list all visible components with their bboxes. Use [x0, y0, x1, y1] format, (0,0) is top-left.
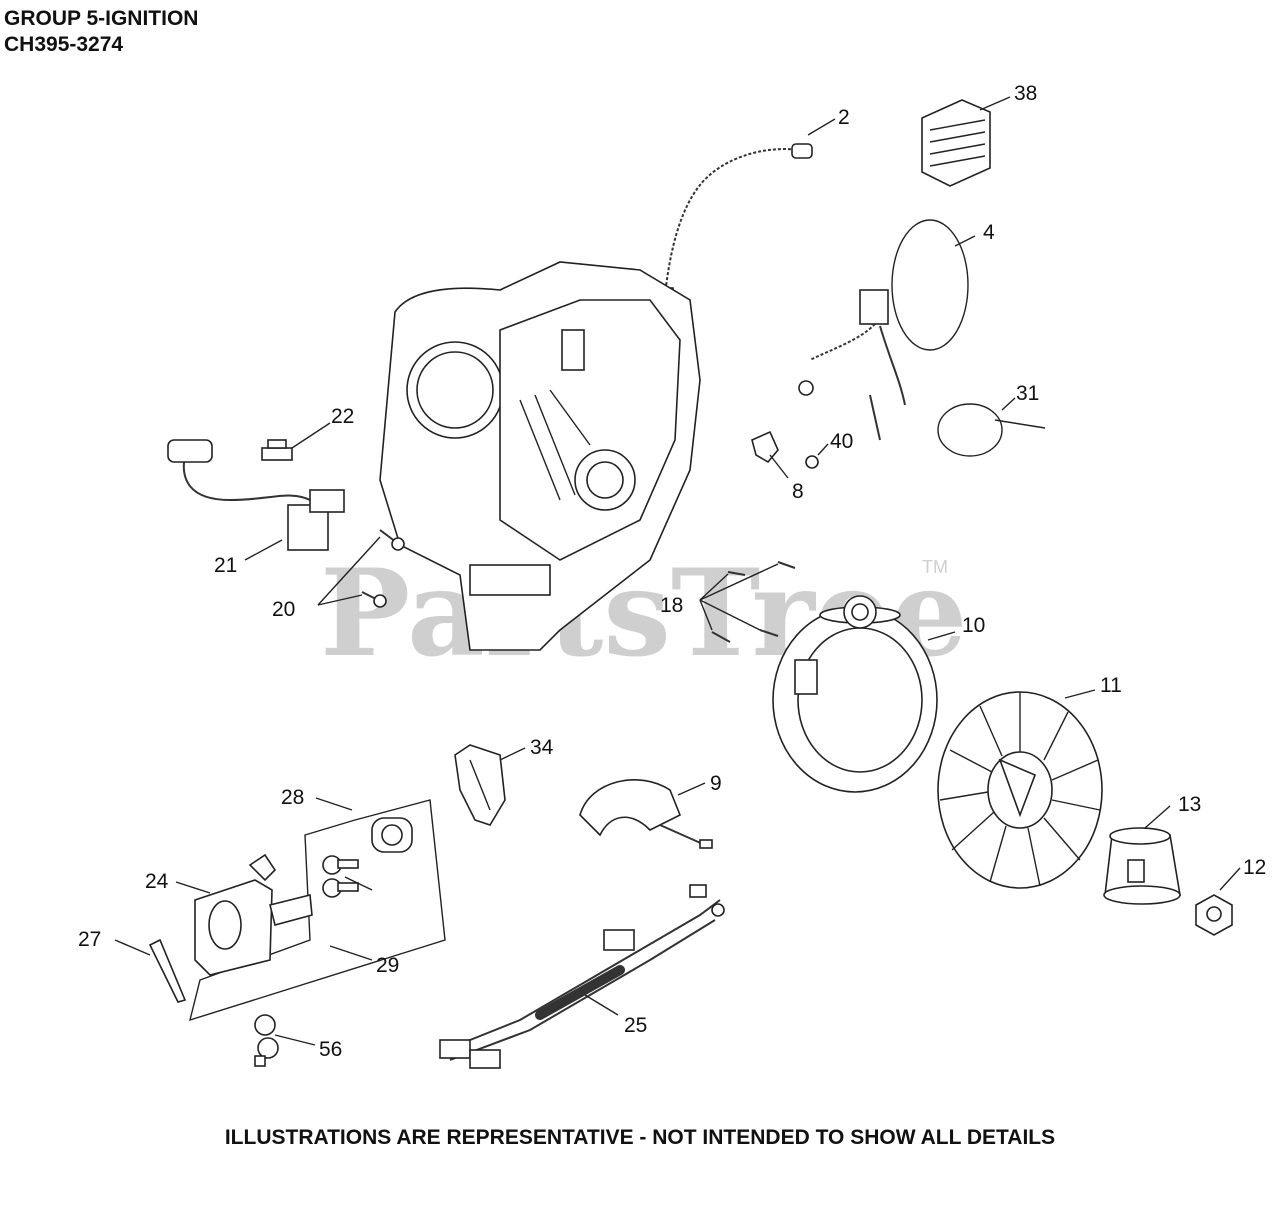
part-8-bracket[interactable]	[751, 430, 779, 464]
part-11-fan[interactable]	[937, 691, 1103, 889]
callout-34[interactable]: 34	[530, 736, 554, 759]
part-4-ground-harness[interactable]	[798, 219, 969, 441]
part-40-screw[interactable]	[805, 455, 819, 469]
callout-28[interactable]: 28	[281, 786, 304, 809]
leader-lines	[114, 96, 1241, 1046]
callout-11[interactable]: 11	[1100, 674, 1122, 697]
callout-24[interactable]: 24	[145, 870, 169, 893]
callout-31[interactable]: 31	[1016, 382, 1039, 405]
callout-38[interactable]: 38	[1014, 82, 1037, 105]
callout-18[interactable]: 18	[660, 594, 683, 617]
callout-25[interactable]: 25	[624, 1014, 647, 1037]
part-18-screws[interactable]	[711, 561, 796, 643]
part-34-bracket[interactable]	[454, 744, 506, 826]
callout-4[interactable]: 4	[983, 221, 995, 244]
callout-labels: 38 2 4 31 40 8 22 21 20 18 10 11 13 12 3…	[78, 82, 1266, 1061]
callout-22[interactable]: 22	[331, 405, 354, 428]
callout-13[interactable]: 13	[1178, 793, 1201, 816]
part-22-spark-plug[interactable]	[261, 439, 293, 461]
part-56-keys[interactable]	[254, 1014, 279, 1067]
group-title: GROUP 5-IGNITION	[4, 7, 199, 30]
part-9-stator[interactable]	[579, 779, 713, 849]
part-38-rectifier[interactable]	[921, 99, 991, 187]
callout-29[interactable]: 29	[376, 954, 399, 977]
diagram-header: GROUP 5-IGNITION CH395-3274	[4, 6, 198, 58]
callout-21[interactable]: 21	[214, 554, 237, 577]
part-24-switch-bracket[interactable]	[194, 853, 313, 976]
callout-27[interactable]: 27	[78, 928, 101, 951]
part-25-wire-harness[interactable]	[439, 884, 725, 1069]
part-20-bolts[interactable]	[361, 529, 405, 608]
part-10-flywheel[interactable]	[772, 595, 938, 793]
part-21-ignition-module[interactable]	[167, 439, 345, 551]
callout-10[interactable]: 10	[962, 614, 985, 637]
callout-2[interactable]: 2	[838, 106, 850, 129]
part-27-plate[interactable]	[148, 938, 187, 1003]
part-12-nut[interactable]	[1195, 894, 1233, 936]
part-2-wire-lead[interactable]	[654, 143, 813, 303]
part-31-tie-strap[interactable]	[937, 403, 1046, 457]
engine-crankcase	[379, 261, 701, 651]
watermark-tm: TM	[922, 557, 948, 577]
diagram-footer-note: ILLUSTRATIONS ARE REPRESENTATIVE - NOT I…	[224, 1126, 1056, 1149]
part-13-cup[interactable]	[1103, 827, 1181, 905]
callout-40[interactable]: 40	[830, 430, 853, 453]
model-number: CH395-3274	[4, 33, 124, 56]
callout-9[interactable]: 9	[710, 772, 722, 795]
callout-8[interactable]: 8	[792, 480, 804, 503]
callout-20[interactable]: 20	[272, 598, 295, 621]
callout-56[interactable]: 56	[319, 1038, 342, 1061]
callout-12[interactable]: 12	[1243, 856, 1266, 879]
part-28-key-switch[interactable]	[189, 799, 446, 1022]
